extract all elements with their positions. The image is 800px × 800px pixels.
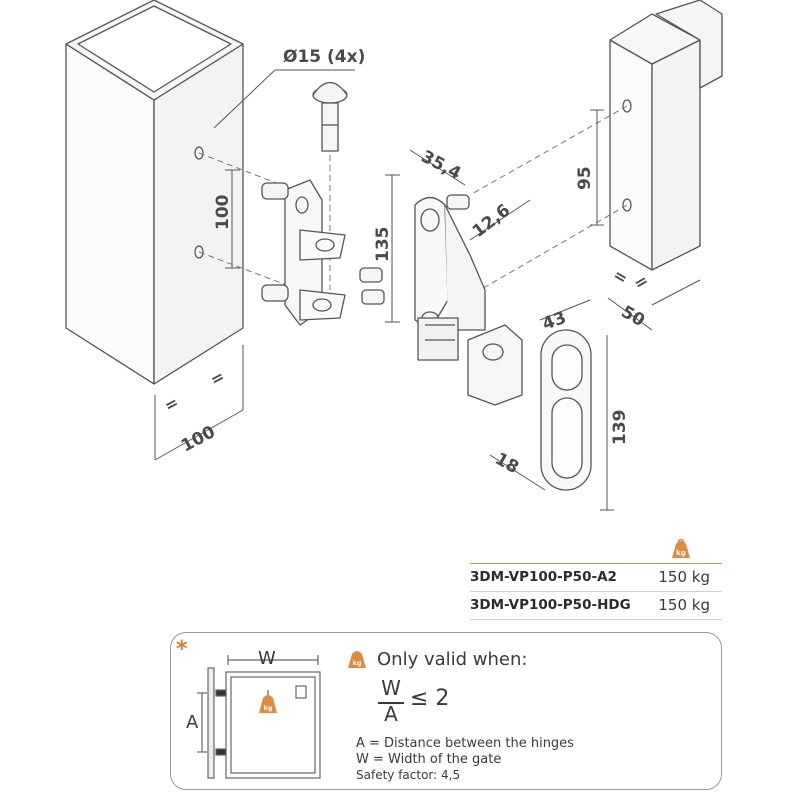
hinge-barrel — [467, 324, 523, 406]
left-equal-mark-1: = — [161, 392, 182, 415]
right-equal-mark-2: = — [631, 270, 652, 293]
spec-header-rule — [470, 563, 722, 564]
hinge-plate — [414, 196, 486, 361]
definition-a: A = Distance between the hinges — [356, 736, 574, 751]
safety-factor: Safety factor: 4,5 — [356, 768, 461, 782]
carriage-bolt — [312, 81, 348, 152]
formula-denominator: A — [384, 702, 398, 726]
spec-model: 3DM-VP100-P50-HDG — [470, 597, 631, 613]
weight-icon-label: kg — [676, 549, 686, 557]
spec-load: 150 kg — [658, 568, 710, 586]
gate-weight-icon-label: kg — [264, 704, 273, 712]
right-equal-mark-1: = — [610, 265, 631, 288]
cover-cap — [540, 329, 592, 491]
note-title: Only valid when: — [377, 649, 528, 670]
formula-relation: ≤ 2 — [410, 686, 450, 711]
hole-diameter-label: Ø15 (4x) — [283, 47, 365, 67]
right-post-width-label: 50 — [618, 302, 649, 331]
right-post — [609, 0, 723, 271]
spec-load: 150 kg — [658, 596, 710, 614]
right-post-spacing-label: 95 — [575, 166, 595, 190]
gate-sketch — [197, 655, 321, 779]
left-post-spacing-label: 100 — [213, 194, 233, 230]
gate-weight-icon: kg — [259, 695, 277, 713]
spec-bottom-rule — [470, 619, 722, 620]
left-post-hole-bottom — [194, 245, 204, 259]
cover-height-label: 139 — [610, 410, 630, 446]
validity-note-box — [170, 632, 722, 790]
note-weight-icon: kg — [348, 651, 366, 668]
formula-fraction-bar — [378, 702, 404, 704]
offset-label: 12,6 — [469, 200, 514, 242]
note-asterisk: * — [176, 637, 188, 662]
screws — [359, 194, 470, 305]
cover-depth-label: 18 — [492, 449, 523, 478]
spec-row-divider — [470, 591, 722, 592]
weight-icon: kg — [672, 538, 690, 558]
note-weight-icon-label: kg — [353, 659, 362, 667]
formula-numerator: W — [381, 676, 401, 700]
hinge-width-label: 35,4 — [418, 147, 465, 184]
left-equal-mark-2: = — [207, 366, 228, 389]
spec-row-hdg: 3DM-VP100-P50-HDG 150 kg — [470, 594, 722, 618]
gate-width-label: W — [258, 648, 276, 669]
spec-row-a2: 3DM-VP100-P50-A2 150 kg — [470, 566, 722, 590]
gate-height-label: A — [186, 712, 199, 733]
left-post-hole-top — [194, 146, 204, 160]
right-post-hole-top — [622, 99, 632, 113]
definition-w: W = Width of the gate — [356, 752, 502, 767]
left-bracket — [261, 179, 346, 326]
left-post — [65, 0, 244, 385]
right-post-hole-bottom — [622, 198, 632, 212]
spec-model: 3DM-VP100-P50-A2 — [470, 569, 617, 585]
hinge-height-label: 135 — [373, 227, 393, 263]
